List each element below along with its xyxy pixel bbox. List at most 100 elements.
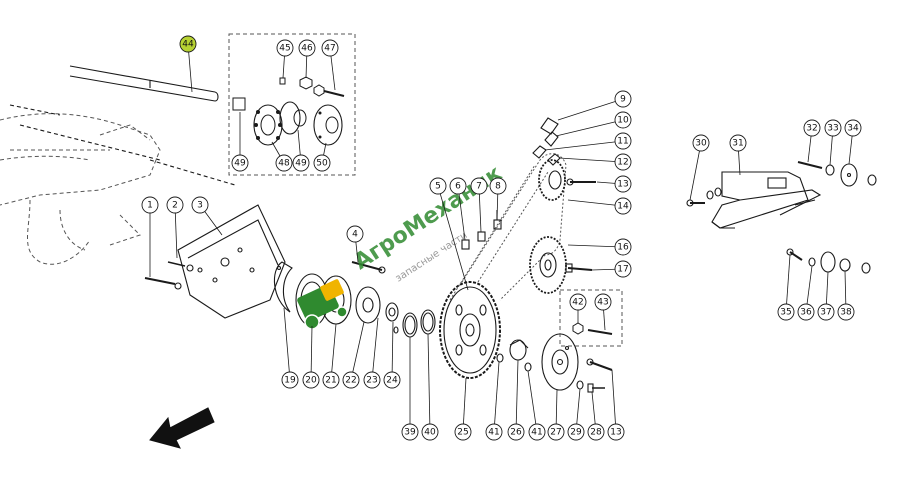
callout-c49b: 49 (292, 154, 310, 172)
callout-circle-c13b (607, 423, 625, 441)
callout-circle-c16 (614, 238, 632, 256)
callout-c46: 46 (298, 39, 316, 57)
callout-circle-c35 (777, 303, 795, 321)
watermark-logo-icon (297, 279, 348, 330)
callout-c11: 11 (614, 132, 632, 150)
callout-circle-c4 (346, 225, 364, 243)
leader-line-c35 (785, 254, 791, 313)
leader-line-c22 (350, 321, 365, 381)
callout-label-c29: 29 (570, 428, 582, 438)
callout-label-c47: 47 (324, 44, 335, 54)
hub-and-disc (496, 333, 613, 393)
callout-c1: 1 (141, 196, 159, 214)
callout-label-c28: 28 (590, 428, 602, 438)
callout-circle-c22 (342, 371, 360, 389)
callout-label-c4: 4 (352, 230, 358, 240)
callout-c39: 39 (401, 423, 419, 441)
callout-c13a: 13 (614, 175, 632, 193)
callout-label-c19: 19 (284, 376, 296, 386)
callout-c32: 32 (803, 119, 821, 137)
callout-c14: 14 (614, 197, 632, 215)
leader-line-c14 (567, 199, 624, 207)
callout-c25: 25 (454, 423, 472, 441)
leader-line-c30 (689, 142, 702, 201)
callout-c50: 50 (313, 154, 331, 172)
leader-line-c6 (457, 185, 466, 241)
callout-label-c6: 6 (455, 182, 461, 192)
callout-label-c13a: 13 (617, 180, 628, 190)
callout-c30: 30 (692, 134, 710, 152)
callout-label-c49b: 49 (295, 159, 307, 169)
callout-c6: 6 (449, 177, 467, 195)
leader-line-c5 (437, 185, 469, 291)
callout-c47: 47 (321, 39, 339, 57)
callout-circle-c31 (729, 134, 747, 152)
callout-c24: 24 (383, 371, 401, 389)
leader-lines (149, 43, 854, 433)
callout-label-c37: 37 (820, 308, 831, 318)
callout-circle-c47 (321, 39, 339, 57)
leader-line-c12 (558, 157, 624, 163)
callout-circle-c39 (401, 423, 419, 441)
callout-circle-c44 (179, 35, 197, 53)
callout-label-c48: 48 (278, 159, 290, 169)
direction-arrow (149, 407, 215, 449)
callout-circle-c45 (276, 39, 294, 57)
callout-circle-c30 (692, 134, 710, 152)
callout-label-c13b: 13 (610, 428, 621, 438)
callout-circle-c29 (567, 423, 585, 441)
leader-line-c26 (515, 359, 519, 433)
callout-circle-c12 (614, 153, 632, 171)
callout-circle-c1 (141, 196, 159, 214)
callout-c8: 8 (489, 177, 507, 195)
tensioner-sprocket (529, 236, 593, 294)
callout-label-c22: 22 (345, 376, 356, 386)
large-sprocket (439, 281, 501, 379)
callout-c23: 23 (363, 371, 381, 389)
callout-circle-c23 (363, 371, 381, 389)
callout-circle-c10 (614, 111, 632, 129)
callout-label-c39: 39 (404, 428, 416, 438)
callout-label-c35: 35 (780, 308, 791, 318)
callout-c33: 33 (824, 119, 842, 137)
callout-circle-c19 (281, 371, 299, 389)
callout-label-c40: 40 (424, 428, 436, 438)
callout-label-c36: 36 (800, 308, 812, 318)
callout-label-c23: 23 (366, 376, 377, 386)
callout-c21: 21 (322, 371, 340, 389)
leader-line-c11 (544, 140, 624, 151)
callout-label-c16: 16 (617, 243, 629, 253)
callout-label-c27: 27 (550, 428, 561, 438)
leader-line-c23 (371, 317, 379, 381)
callout-label-c17: 17 (617, 265, 628, 275)
callout-label-c10: 10 (617, 116, 629, 126)
callout-label-c20: 20 (305, 376, 317, 386)
callout-c5: 5 (429, 177, 447, 195)
callout-label-c2: 2 (172, 201, 178, 211)
callout-c29: 29 (567, 423, 585, 441)
callout-circle-c17 (614, 260, 632, 278)
callout-c27: 27 (547, 423, 565, 441)
callout-label-c31: 31 (732, 139, 743, 149)
callout-c20: 20 (302, 371, 320, 389)
callout-circle-c27 (547, 423, 565, 441)
callout-circle-c38 (837, 303, 855, 321)
callout-label-c30: 30 (695, 139, 707, 149)
callout-c41a: 41 (485, 423, 503, 441)
leader-line-c10 (555, 119, 624, 137)
callout-c36: 36 (797, 303, 815, 321)
callout-label-c43: 43 (597, 298, 608, 308)
callout-c31: 31 (729, 134, 747, 152)
leader-line-c16 (567, 244, 624, 248)
leader-line-c21 (330, 323, 337, 381)
callout-circle-c32 (803, 119, 821, 137)
callout-circle-c6 (449, 177, 467, 195)
callout-circle-c20 (302, 371, 320, 389)
leader-line-c20 (310, 325, 313, 381)
callout-circle-c48 (275, 154, 293, 172)
callout-circle-c11 (614, 132, 632, 150)
callout-c34: 34 (844, 119, 862, 137)
callout-circle-c26 (507, 423, 525, 441)
